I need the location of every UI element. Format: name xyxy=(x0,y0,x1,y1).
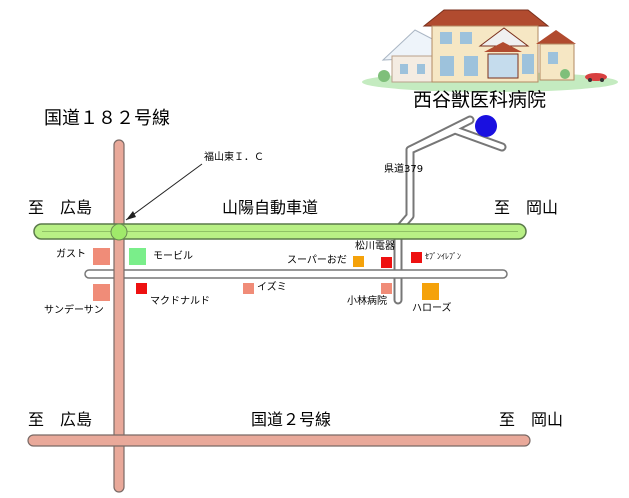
car-wheel-shape xyxy=(588,78,592,82)
clinic-building-illustration xyxy=(362,9,618,92)
harose-label: ハローズ xyxy=(412,303,452,314)
route-182-label: 国道１８２号線 xyxy=(44,108,170,129)
side-roof xyxy=(536,30,576,44)
gusto-marker xyxy=(93,248,110,265)
car-wheel-shape xyxy=(600,78,604,82)
gusto-label: ガスト xyxy=(56,249,86,260)
prefectural-road-379 xyxy=(393,115,507,305)
entrance-roof xyxy=(484,42,522,52)
local-road-east-west xyxy=(84,269,508,279)
mcdonalds-marker xyxy=(136,283,147,294)
entrance-shape xyxy=(487,53,519,79)
harose-marker xyxy=(422,283,439,300)
tree-shape xyxy=(560,69,570,79)
super-oda-label: スーパーおだ xyxy=(287,255,347,266)
sunday-sun-label: サンデーサン xyxy=(44,305,104,316)
to-okayama-upper-label: 至 岡山 xyxy=(494,198,559,217)
window-shape xyxy=(400,64,408,74)
window-shape xyxy=(522,54,534,74)
sanyo-expressway-road xyxy=(33,223,527,240)
to-okayama-lower-label: 至 岡山 xyxy=(499,410,564,429)
prefectural-road-label: 県道379 xyxy=(384,164,424,175)
kobayashi-marker xyxy=(381,283,392,294)
super-oda-marker xyxy=(353,256,364,267)
mobil-marker xyxy=(129,248,146,265)
to-hiroshima-lower-label: 至 広島 xyxy=(28,410,93,429)
izumi-marker xyxy=(243,283,254,294)
window-shape xyxy=(548,52,558,64)
interchange-label: 福山東Ｉ．Ｃ xyxy=(204,152,264,163)
sunday-sun-marker xyxy=(93,284,110,301)
kobayashi-label: 小林病院 xyxy=(347,296,387,307)
seven-eleven-marker xyxy=(411,252,422,263)
matsukawa-label: 松川電器 xyxy=(355,241,395,252)
building-main-roof xyxy=(422,9,550,27)
window-shape xyxy=(464,56,478,76)
mobil-label: モービル xyxy=(153,251,193,262)
to-hiroshima-upper-label: 至 広島 xyxy=(28,198,93,217)
tree-shape xyxy=(378,70,390,82)
window-shape xyxy=(417,64,425,74)
clinic-name-label: 西谷獣医科病院 xyxy=(413,89,547,111)
matsukawa-marker xyxy=(381,257,392,268)
window-shape xyxy=(460,32,472,44)
interchange-marker xyxy=(110,223,128,241)
seven-eleven-label: ｾﾌﾞﾝｲﾚﾌﾞﾝ xyxy=(425,252,461,261)
expressway-label: 山陽自動車道 xyxy=(222,198,319,217)
window-shape xyxy=(440,56,454,76)
interchange-arrow xyxy=(125,163,203,221)
mcdonalds-label: マクドナルド xyxy=(150,296,210,307)
clinic-location-dot xyxy=(475,115,497,137)
route-2-road xyxy=(27,434,531,447)
route-2-label: 国道２号線 xyxy=(251,410,332,429)
window-shape xyxy=(440,32,452,44)
izumi-label: イズミ xyxy=(257,282,287,293)
